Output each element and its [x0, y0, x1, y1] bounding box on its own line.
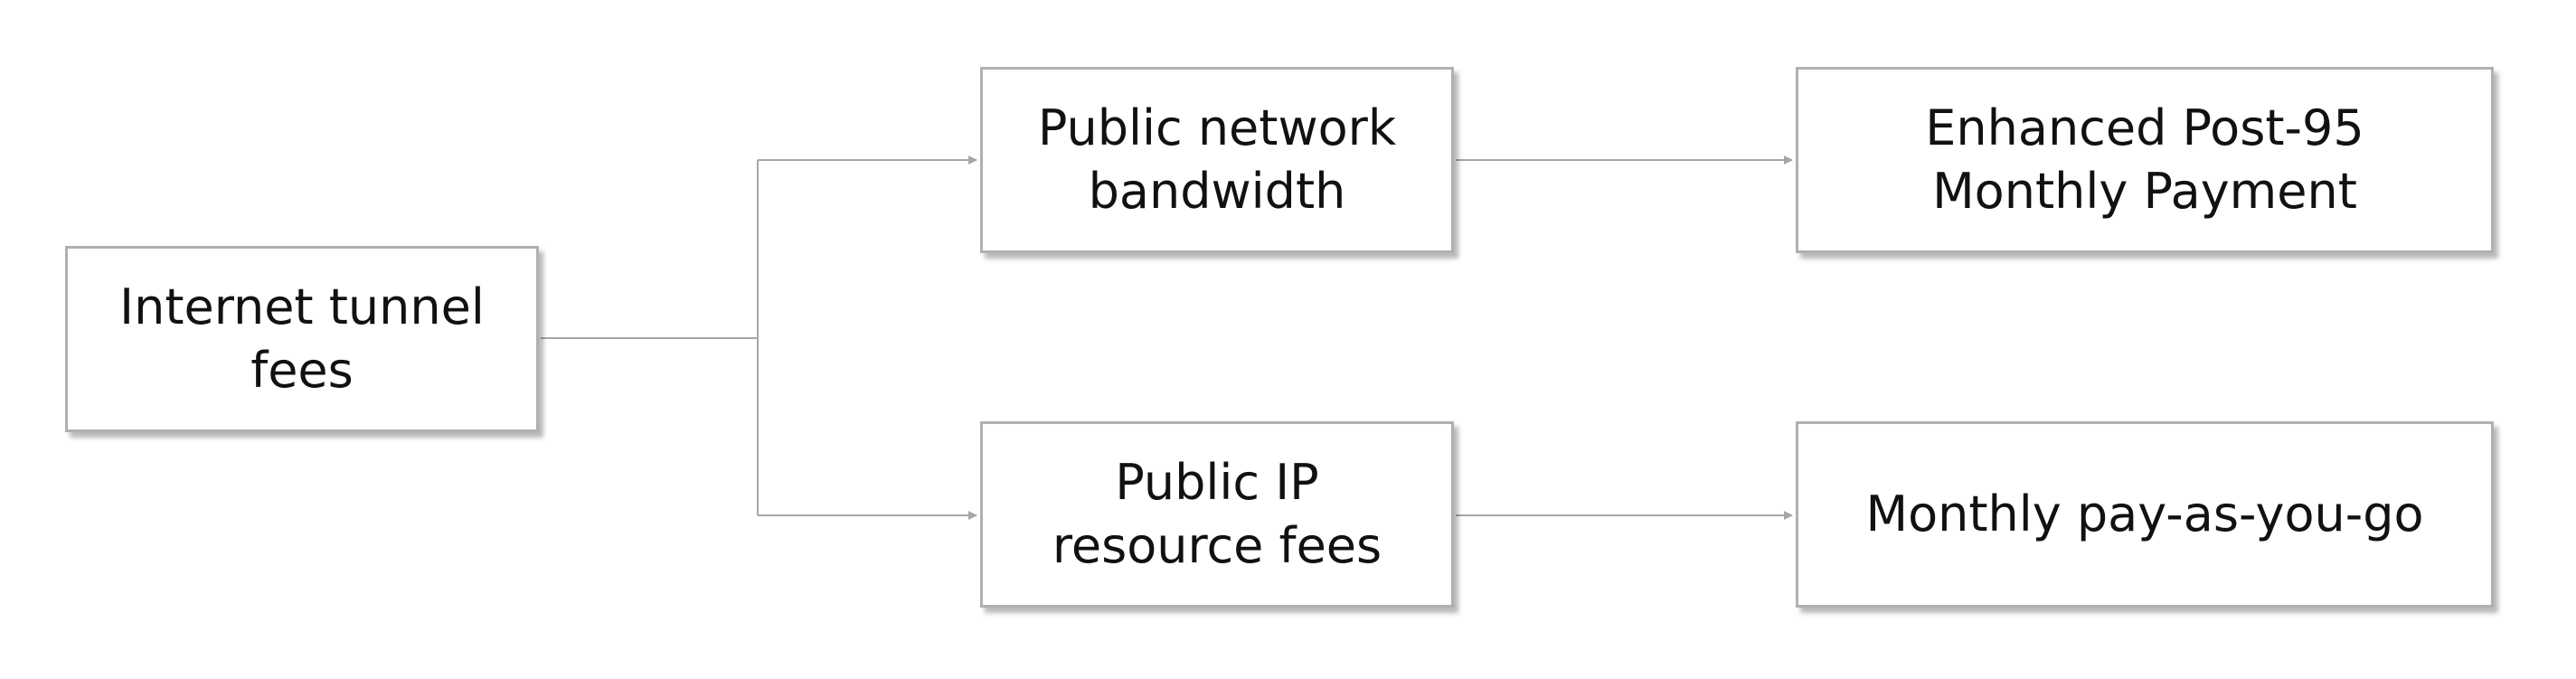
node-public-ip-resource-fees: Public IP resource fees	[980, 421, 1454, 608]
node-internet-tunnel-fees: Internet tunnel fees	[65, 246, 539, 432]
node-label: Enhanced Post-95 Monthly Payment	[1925, 99, 2364, 220]
node-monthly-pay-as-you-go: Monthly pay-as-you-go	[1796, 421, 2494, 608]
node-enhanced-post95-monthly-payment: Enhanced Post-95 Monthly Payment	[1796, 67, 2494, 253]
node-label: Public network bandwidth	[1037, 99, 1397, 220]
node-label: Monthly pay-as-you-go	[1865, 486, 2424, 542]
node-public-network-bandwidth: Public network bandwidth	[980, 67, 1454, 253]
node-label: Internet tunnel fees	[119, 278, 485, 399]
node-label: Public IP resource fees	[1052, 454, 1382, 574]
